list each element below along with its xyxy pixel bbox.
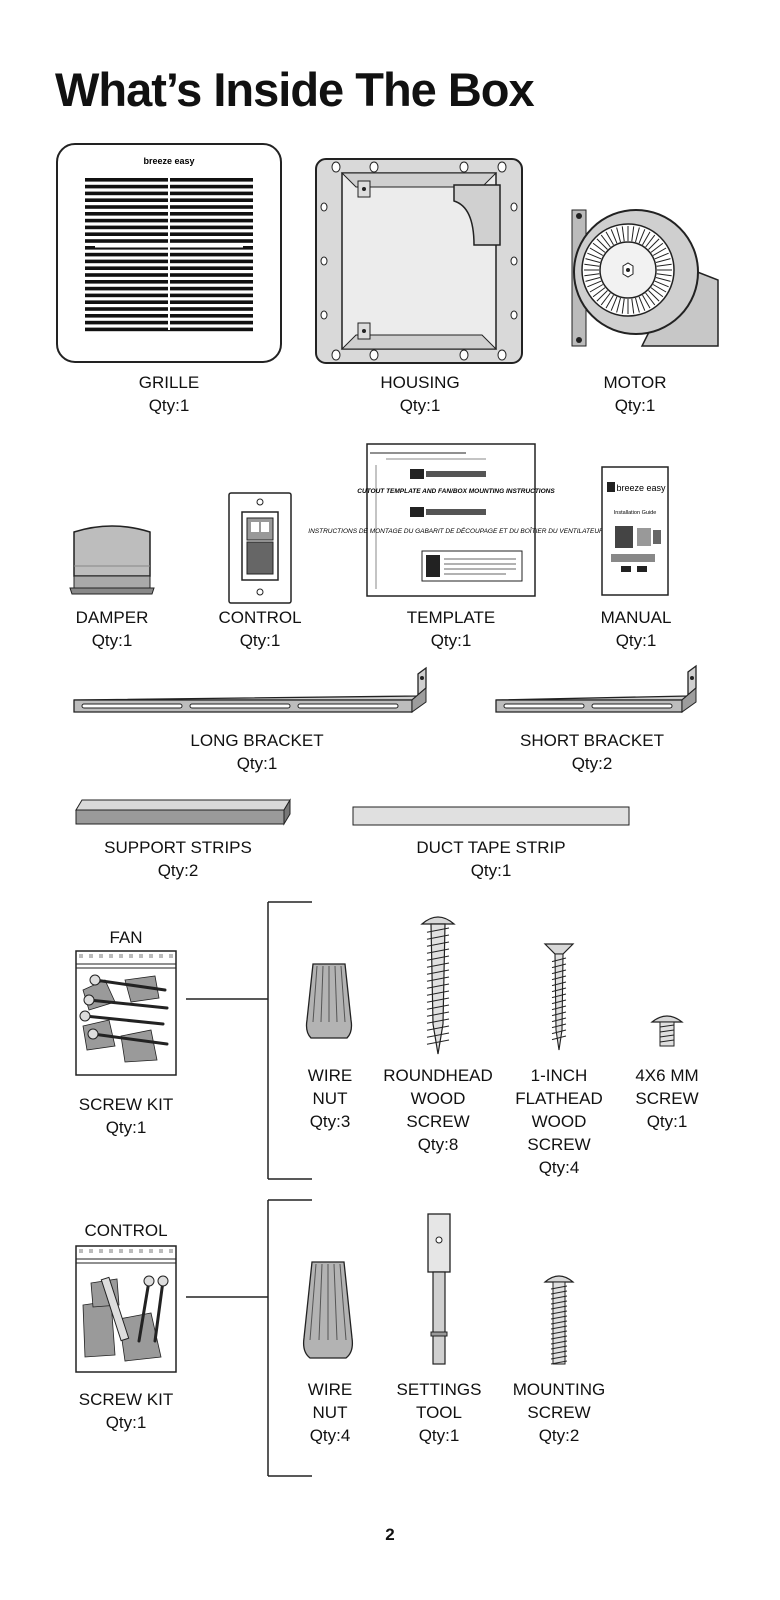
housing-image (315, 158, 523, 364)
manual-brand-text: breeze easy (616, 483, 666, 493)
damper-image (69, 525, 155, 595)
fan-wire-nut-image (305, 963, 353, 1039)
control-kit-bracket (186, 1199, 312, 1477)
flathead-screw-image (543, 943, 575, 1051)
svg-text:INSTRUCTIONS DE MONTAGE DU GAB: INSTRUCTIONS DE MONTAGE DU GABARIT DE DÉ… (308, 526, 604, 535)
mounting-screw-image (543, 1275, 575, 1365)
control-kit-header: CONTROL (84, 1221, 168, 1240)
template-image: CUTOUT TEMPLATE AND FAN/BOX MOUNTING INS… (308, 443, 604, 597)
template-cutout-text: CUTOUT TEMPLATE AND FAN/BOX MOUNTING INS… (357, 488, 555, 495)
duct-tape-image (352, 806, 630, 826)
small-screw-image (650, 1015, 684, 1047)
short-bracket-image (495, 664, 697, 713)
svg-text:CUTOUT TEMPLATE AND FAN/BOX MO: CUTOUT TEMPLATE AND FAN/BOX MOUNTING INS… (357, 488, 555, 495)
motor-image (571, 209, 719, 347)
control-wire-nut-image (302, 1261, 354, 1359)
fan-kit-header: FAN (109, 928, 143, 947)
grille-image: breeze easy (56, 143, 282, 363)
fan-kit-bracket (186, 901, 312, 1180)
control-screw-kit-bag (75, 1245, 177, 1373)
manual-guide-text: Installation Guide (614, 510, 657, 516)
manual-image: breeze easy Installation Guide (601, 466, 669, 596)
page-title: What’s Inside The Box (55, 63, 535, 116)
roundhead-screw-image (420, 916, 456, 1055)
fan-screw-kit-bag (75, 950, 177, 1076)
support-strips-image (75, 798, 291, 826)
grille-brand-text: breeze easy (143, 156, 194, 166)
template-montage-text: INSTRUCTIONS DE MONTAGE DU GABARIT DE DÉ… (308, 526, 604, 535)
control-image (228, 492, 292, 604)
long-bracket-image (73, 666, 427, 713)
settings-tool-image (427, 1213, 451, 1365)
page-number: 2 (385, 1525, 395, 1544)
